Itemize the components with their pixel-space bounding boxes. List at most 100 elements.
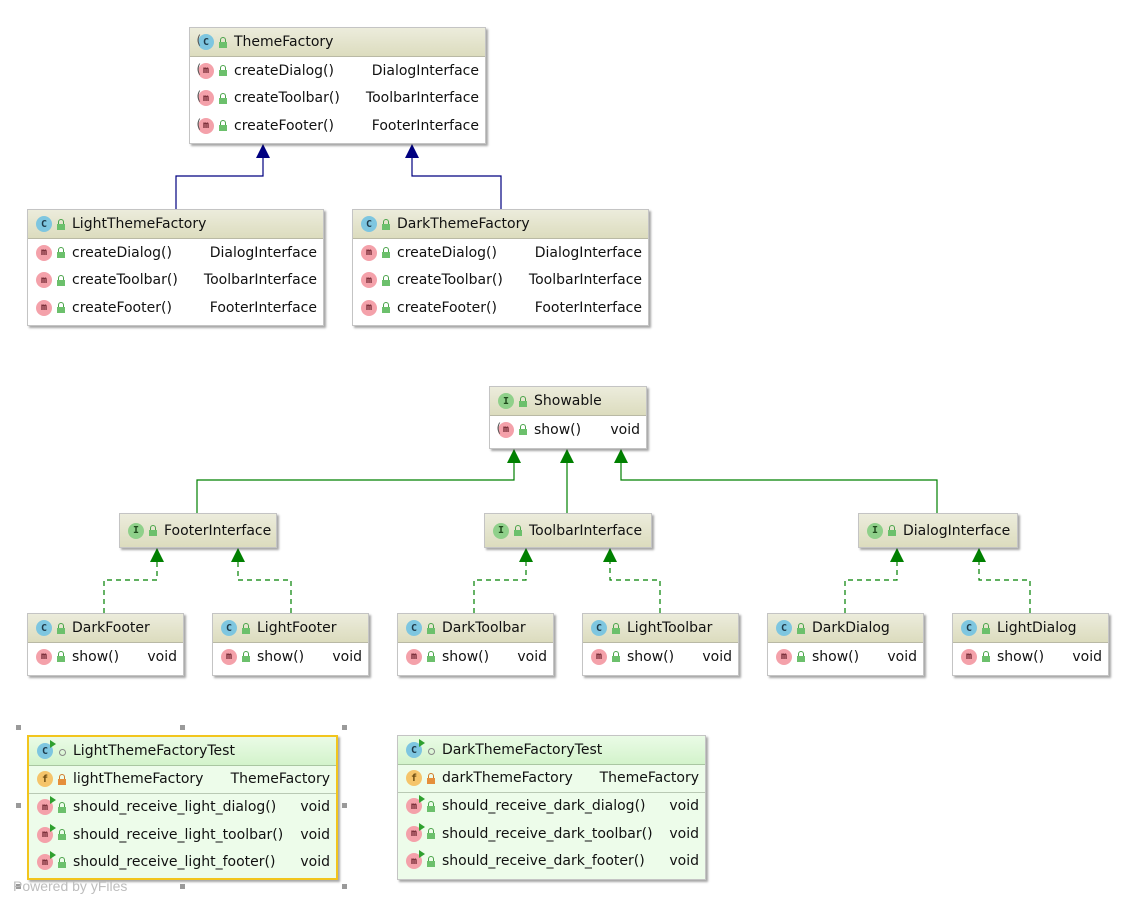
class-name: LightToolbar: [627, 620, 713, 636]
class-box-themefactory[interactable]: C ThemeFactory m createDialog() DialogIn…: [189, 27, 486, 144]
method-row[interactable]: m createDialog() DialogInterface: [28, 239, 323, 267]
private-lock-icon: [57, 773, 67, 785]
arrowhead-icon: [405, 144, 419, 158]
resize-handle[interactable]: [16, 803, 21, 808]
method-row[interactable]: m createFooter() FooterInterface: [28, 294, 323, 322]
method-row[interactable]: m createDialog() DialogInterface: [190, 57, 485, 85]
method-row[interactable]: m should_receive_dark_toolbar() void: [398, 820, 705, 848]
class-box-lighttoolbar[interactable]: C LightToolbar m show() void: [582, 613, 739, 676]
resize-handle[interactable]: [342, 725, 347, 730]
class-box-darkthemefactory[interactable]: C DarkThemeFactory m createDialog() Dial…: [352, 209, 649, 326]
public-lock-icon: [56, 218, 66, 230]
class-box-darkdialog[interactable]: C DarkDialog m show() void: [767, 613, 924, 676]
public-lock-icon: [381, 218, 391, 230]
resize-handle[interactable]: [16, 884, 21, 889]
method-row[interactable]: m createFooter() FooterInterface: [190, 112, 485, 140]
class-box-lightdialog[interactable]: C LightDialog m show() void: [952, 613, 1109, 676]
method-icon: m: [361, 272, 377, 289]
resize-handle[interactable]: [180, 725, 185, 730]
method-row[interactable]: m should_receive_light_dialog() void: [29, 794, 336, 822]
method-row[interactable]: m should_receive_dark_footer() void: [398, 848, 705, 876]
class-icon: C: [776, 620, 792, 636]
abstract-class-icon: C: [195, 33, 214, 50]
edge-lightdialog-implements-dialoginterface: [978, 562, 1031, 613]
interface-box-dialoginterface[interactable]: I DialogInterface: [858, 513, 1018, 548]
private-lock-icon: [426, 772, 436, 784]
method-name: show(): [442, 648, 490, 665]
method-icon: m: [195, 117, 214, 134]
method-row[interactable]: m show() void: [768, 643, 923, 671]
public-lock-icon: [56, 651, 66, 663]
field-row[interactable]: f lightThemeFactory ThemeFactory: [29, 766, 336, 794]
class-box-lightthemefactorytest[interactable]: C LightThemeFactoryTest f lightThemeFact…: [27, 735, 338, 880]
method-row[interactable]: m show() void: [398, 643, 553, 671]
method-type: void: [702, 648, 732, 665]
test-method-icon: m: [406, 850, 425, 870]
method-row[interactable]: m show() void: [583, 643, 738, 671]
method-type: void: [669, 798, 699, 815]
class-header: C DarkThemeFactory: [353, 210, 648, 239]
method-type: DialogInterface: [534, 244, 642, 261]
method-row[interactable]: m createToolbar() ToolbarInterface: [28, 267, 323, 295]
interface-box-footerinterface[interactable]: I FooterInterface: [119, 513, 277, 548]
interface-box-showable[interactable]: I Showable m show() void: [489, 386, 647, 449]
arrowhead-icon: [603, 548, 617, 562]
method-row[interactable]: m createToolbar() ToolbarInterface: [190, 85, 485, 113]
class-box-lightthemefactory[interactable]: C LightThemeFactory m createDialog() Dia…: [27, 209, 324, 326]
method-row[interactable]: m createToolbar() ToolbarInterface: [353, 267, 648, 295]
method-type: void: [669, 853, 699, 870]
method-name: should_receive_light_footer(): [73, 854, 276, 871]
method-row[interactable]: m show() void: [490, 416, 646, 444]
public-lock-icon: [611, 622, 621, 634]
test-method-icon: m: [406, 822, 425, 842]
method-type: ToolbarInterface: [203, 272, 317, 289]
method-type: DialogInterface: [209, 244, 317, 261]
field-row[interactable]: f darkThemeFactory ThemeFactory: [398, 765, 705, 793]
public-lock-icon: [796, 622, 806, 634]
edge-lighttoolbar-implements-toolbarinterface: [609, 562, 661, 613]
method-row[interactable]: m show() void: [953, 643, 1108, 671]
interface-icon: I: [493, 522, 509, 539]
method-row[interactable]: m show() void: [28, 643, 183, 671]
class-box-darkfooter[interactable]: C DarkFooter m show() void: [27, 613, 184, 676]
class-icon: C: [36, 620, 52, 636]
interface-icon: I: [867, 522, 883, 539]
method-name: createToolbar(): [234, 90, 340, 107]
method-row[interactable]: m should_receive_light_toolbar() void: [29, 821, 336, 849]
method-row[interactable]: m createFooter() FooterInterface: [353, 294, 648, 322]
test-method-icon: m: [37, 851, 56, 871]
method-icon: m: [495, 421, 514, 438]
public-lock-icon: [981, 622, 991, 634]
class-box-darktoolbar[interactable]: C DarkToolbar m show() void: [397, 613, 554, 676]
resize-handle[interactable]: [342, 884, 347, 889]
method-row[interactable]: m should_receive_light_footer() void: [29, 849, 336, 877]
method-name: should_receive_light_toolbar(): [73, 826, 284, 843]
arrowhead-icon: [231, 548, 245, 562]
class-icon: C: [961, 620, 977, 636]
method-name: should_receive_dark_toolbar(): [442, 825, 653, 842]
class-header: I FooterInterface: [120, 514, 276, 547]
class-name: Showable: [534, 393, 602, 409]
method-type: void: [887, 648, 917, 665]
arrowhead-icon: [614, 449, 628, 463]
resize-handle[interactable]: [180, 884, 185, 889]
public-lock-icon: [887, 525, 897, 536]
resize-handle[interactable]: [342, 803, 347, 808]
class-box-lightfooter[interactable]: C LightFooter m show() void: [212, 613, 369, 676]
method-row[interactable]: m createDialog() DialogInterface: [353, 239, 648, 267]
method-name: createFooter(): [234, 117, 334, 134]
class-name: FooterInterface: [164, 522, 272, 539]
method-type: FooterInterface: [534, 299, 642, 316]
method-type: void: [300, 854, 330, 871]
resize-handle[interactable]: [16, 725, 21, 730]
method-name: createDialog(): [234, 62, 334, 79]
field-type: ThemeFactory: [599, 770, 699, 787]
public-lock-icon: [381, 274, 391, 286]
method-type: void: [1072, 648, 1102, 665]
interface-box-toolbarinterface[interactable]: I ToolbarInterface: [484, 513, 652, 548]
class-header: C DarkToolbar: [398, 614, 553, 643]
test-method-icon: m: [406, 795, 425, 815]
method-row[interactable]: m show() void: [213, 643, 368, 671]
class-box-darkthemefactorytest[interactable]: C DarkThemeFactoryTest f darkThemeFactor…: [397, 735, 706, 880]
method-row[interactable]: m should_receive_dark_dialog() void: [398, 793, 705, 821]
